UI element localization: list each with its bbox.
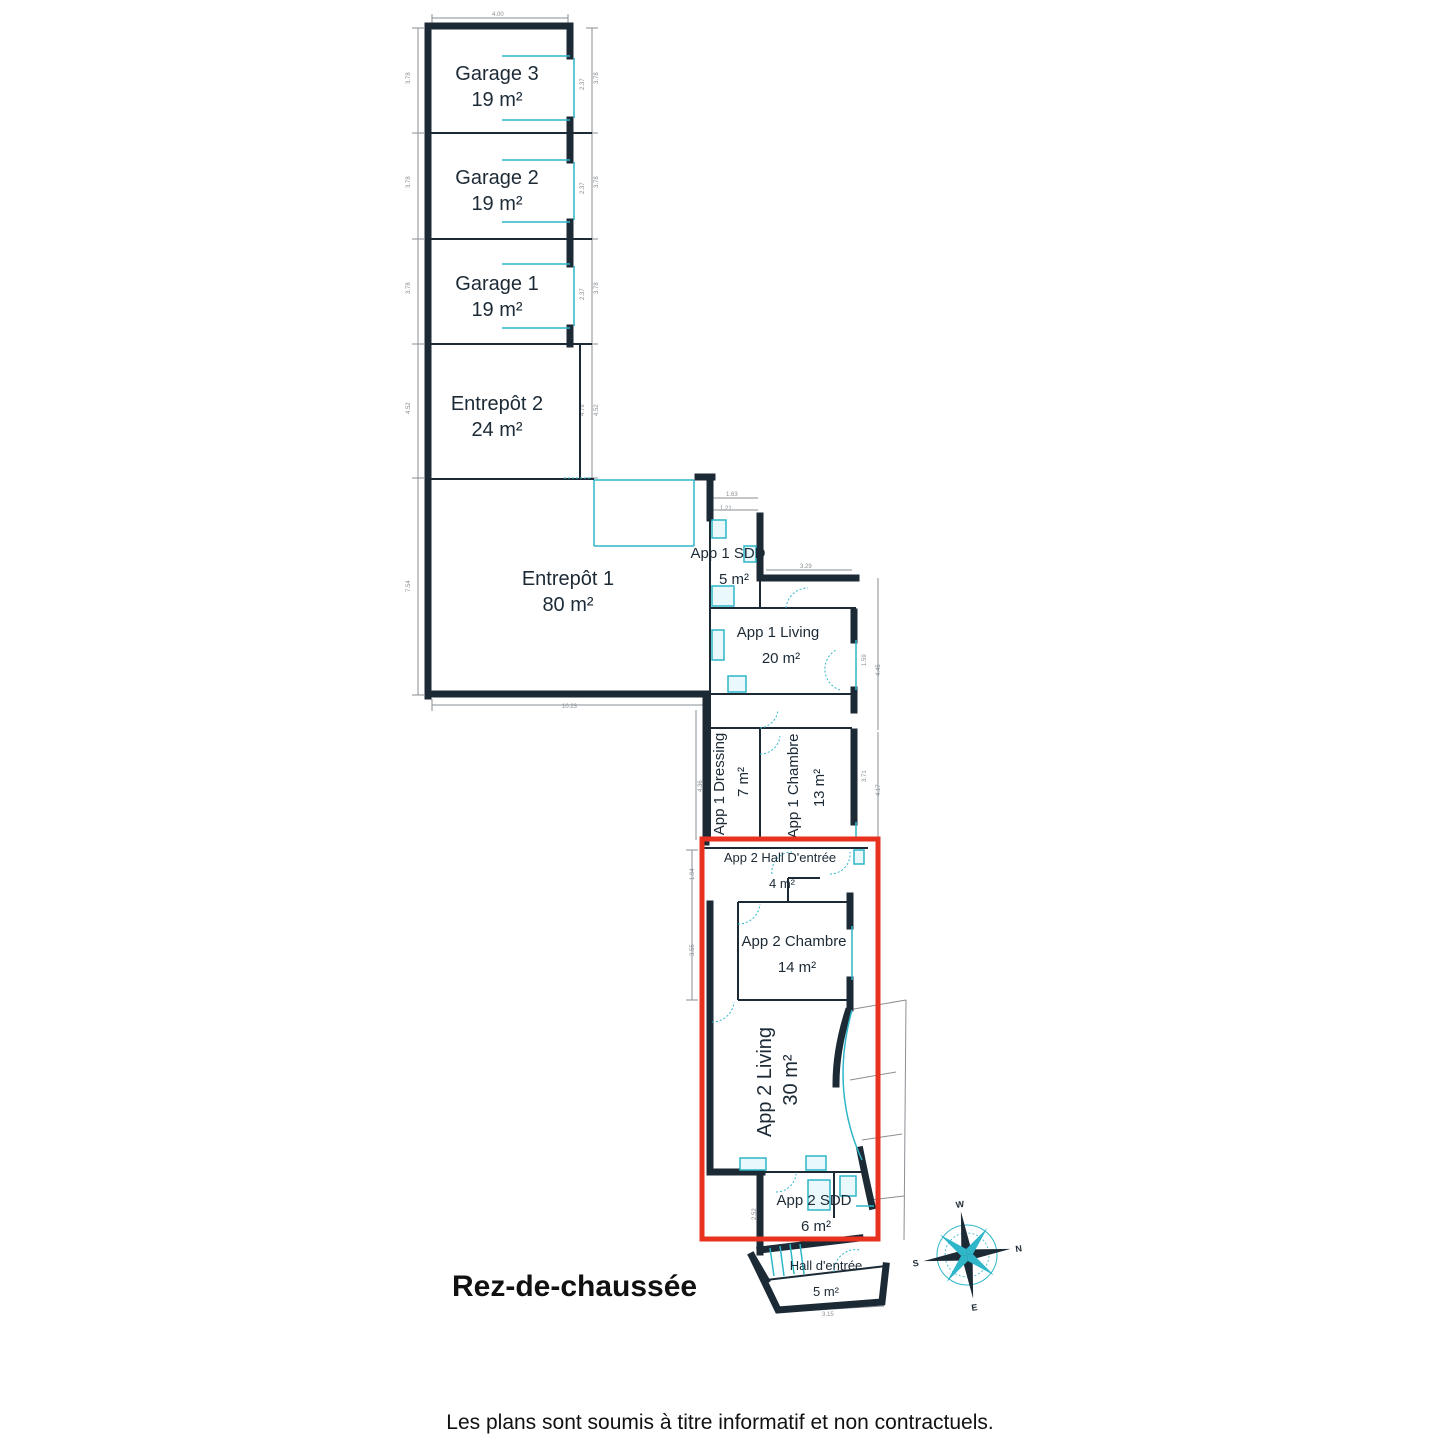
- dim-dressing: 4.36: [698, 780, 704, 792]
- garage3-area: 19 m²: [471, 89, 522, 111]
- dim-hall-side: 1.94: [690, 868, 696, 880]
- doors: [564, 477, 861, 1273]
- dimension-labels: 4.00 3.78 3.78 3.78 4.52 7.54 3.78 3.78 …: [406, 12, 882, 1318]
- room-labels: Garage 3 19 m² Garage 2 19 m² Garage 1 1…: [451, 63, 862, 1299]
- highlight-frame: [699, 836, 881, 1242]
- toilet-icon: [853, 849, 865, 865]
- dim-garage1-door: 2.37: [580, 288, 586, 300]
- dim-app2-sdd-side: 2.52: [752, 1208, 758, 1220]
- dim-sdd-inner: 1.21: [720, 506, 732, 512]
- dim-garage3-right: 3.78: [594, 72, 600, 84]
- app1-living-area: 20 m²: [762, 650, 800, 667]
- hall-entree-area: 5 m²: [813, 1284, 840, 1299]
- entrepot2-name: Entrepôt 2: [451, 393, 543, 415]
- app1-chambre-area: 13 m²: [811, 769, 828, 807]
- app2-living-name: App 2 Living: [754, 1027, 776, 1137]
- dim-chambre-side: 4.17: [876, 784, 882, 796]
- app2-hall-name: App 2 Hall D'entrée: [724, 850, 836, 865]
- fixtures: [711, 519, 865, 1277]
- app1-chambre-name: App 1 Chambre: [785, 733, 802, 838]
- dim-sdd-top: 1.63: [726, 492, 738, 498]
- walls: [424, 22, 890, 1314]
- garage1-name: Garage 1: [455, 273, 538, 295]
- hall-entree-name: Hall d'entrée: [790, 1258, 863, 1273]
- app2-chambre-name: App 2 Chambre: [741, 933, 846, 950]
- dim-living-side: 4.45: [876, 664, 882, 676]
- kitchen-sink-icon: [739, 1157, 767, 1171]
- garage2-name: Garage 2: [455, 167, 538, 189]
- stove-icon: [727, 675, 747, 693]
- app1-living-name: App 1 Living: [737, 624, 820, 641]
- dim-entrepot2-h: 4.52: [406, 402, 412, 414]
- disclaimer-text: Les plans sont soumis à titre informatif…: [446, 1411, 994, 1434]
- dim-garage1-right: 3.78: [594, 282, 600, 294]
- dim-garage1-h: 3.78: [406, 282, 412, 294]
- dim-living-door: 1.59: [862, 654, 868, 666]
- dim-hall-bottom: 3.15: [822, 1312, 834, 1318]
- app1-sdd-name: App 1 SDD: [690, 545, 765, 562]
- dim-garage2-door: 2.37: [580, 182, 586, 194]
- dim-garage2-h: 3.78: [406, 176, 412, 188]
- shower-icon: [711, 585, 735, 607]
- app1-dressing-name: App 1 Dressing: [711, 733, 728, 836]
- garage2-area: 19 m²: [471, 193, 522, 215]
- bathtub-icon: [807, 1179, 831, 1211]
- compass-south: S: [912, 1258, 919, 1269]
- dim-living-top: 3.29: [800, 564, 812, 570]
- windows: [502, 55, 874, 1207]
- dim-garage2-right: 3.78: [594, 176, 600, 188]
- dim-top: 4.00: [492, 12, 504, 18]
- cooktop-icon: [805, 1155, 827, 1171]
- entrepot1-area: 80 m²: [542, 594, 593, 616]
- dim-entrepot2-inner: 4.79: [580, 404, 586, 416]
- dim-entrepot2-right: 4.52: [594, 404, 600, 416]
- garage3-name: Garage 3: [455, 63, 538, 85]
- dim-garage3-h: 3.78: [406, 72, 412, 84]
- toilet-icon: [711, 519, 727, 539]
- app2-living-area: 30 m²: [780, 1054, 802, 1105]
- compass-east: E: [971, 1302, 978, 1313]
- entrepot1-name: Entrepôt 1: [522, 568, 614, 590]
- kitchen-counter-icon: [711, 629, 725, 661]
- app1-dressing-area: 7 m²: [735, 767, 752, 797]
- sink-icon: [743, 545, 757, 563]
- floor-title: Rez-de-chaussée: [452, 1270, 698, 1303]
- stairs-icon: [769, 1243, 805, 1277]
- compass-north: N: [1015, 1243, 1023, 1254]
- app2-hall-area: 4 m²: [769, 876, 796, 891]
- dim-app2-chambre-side: 3.55: [690, 944, 696, 956]
- dim-chambre-inner: 3.71: [862, 770, 868, 782]
- app2-sdd-name: App 2 SDD: [776, 1192, 851, 1209]
- app2-sdd-area: 6 m²: [801, 1218, 831, 1235]
- shower-icon: [839, 1175, 857, 1197]
- compass-west: W: [955, 1199, 965, 1210]
- garage1-area: 19 m²: [471, 299, 522, 321]
- dim-garage3-door: 2.37: [580, 78, 586, 90]
- dim-bottom: 10.23: [562, 704, 578, 710]
- dim-entrepot1-h: 7.54: [406, 580, 412, 592]
- entrepot2-area: 24 m²: [471, 419, 522, 441]
- compass-rose-icon: W E N S: [912, 1199, 1023, 1313]
- app2-chambre-area: 14 m²: [778, 959, 816, 976]
- app1-sdd-area: 5 m²: [719, 571, 749, 588]
